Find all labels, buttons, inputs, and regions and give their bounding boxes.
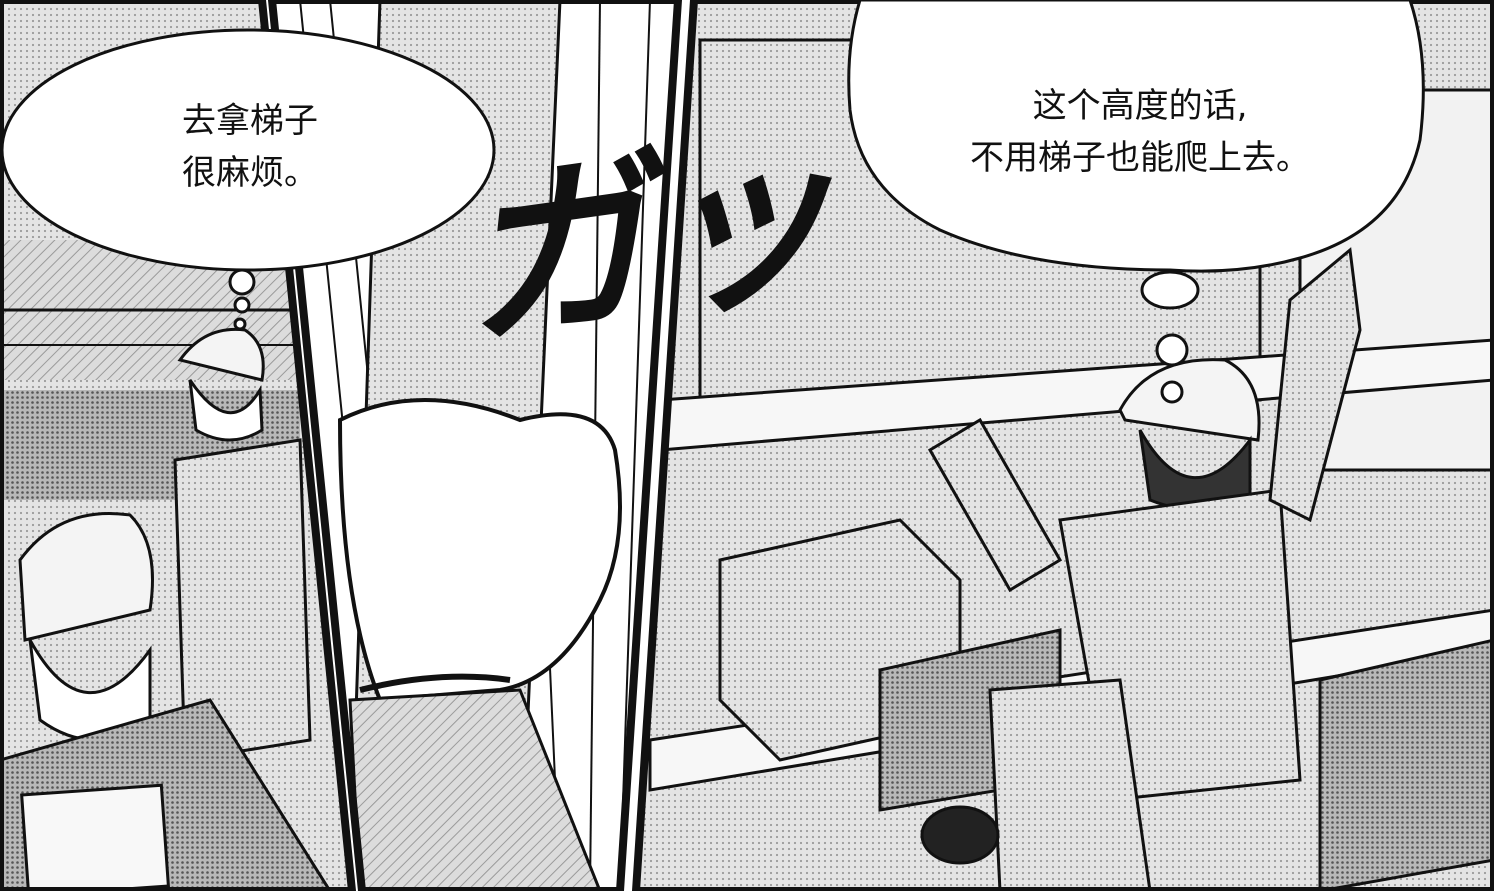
- thought-line: 很麻烦。: [182, 153, 318, 193]
- panel-3: [636, 0, 1494, 891]
- sfx-text: ガッ: [446, 103, 853, 375]
- thought-bubble-2: [847, 0, 1425, 367]
- thought-line: 这个高度的话,: [1032, 86, 1248, 126]
- thought-bubble-1: [0, 28, 496, 331]
- sfx-impact: ガッ: [446, 103, 853, 375]
- climbing-worker-figure: [920, 247, 1362, 891]
- thought-line: 去拿梯子: [182, 101, 318, 141]
- worker-back-figure: [173, 327, 312, 762]
- thought-line: 不用梯子也能爬上去。: [970, 138, 1310, 178]
- thought-bubble-1-text: 去拿梯子 很麻烦。: [140, 95, 360, 199]
- thought-bubble-2-text: 这个高度的话, 不用梯子也能爬上去。: [930, 80, 1350, 184]
- worker-front-figure: [0, 511, 333, 891]
